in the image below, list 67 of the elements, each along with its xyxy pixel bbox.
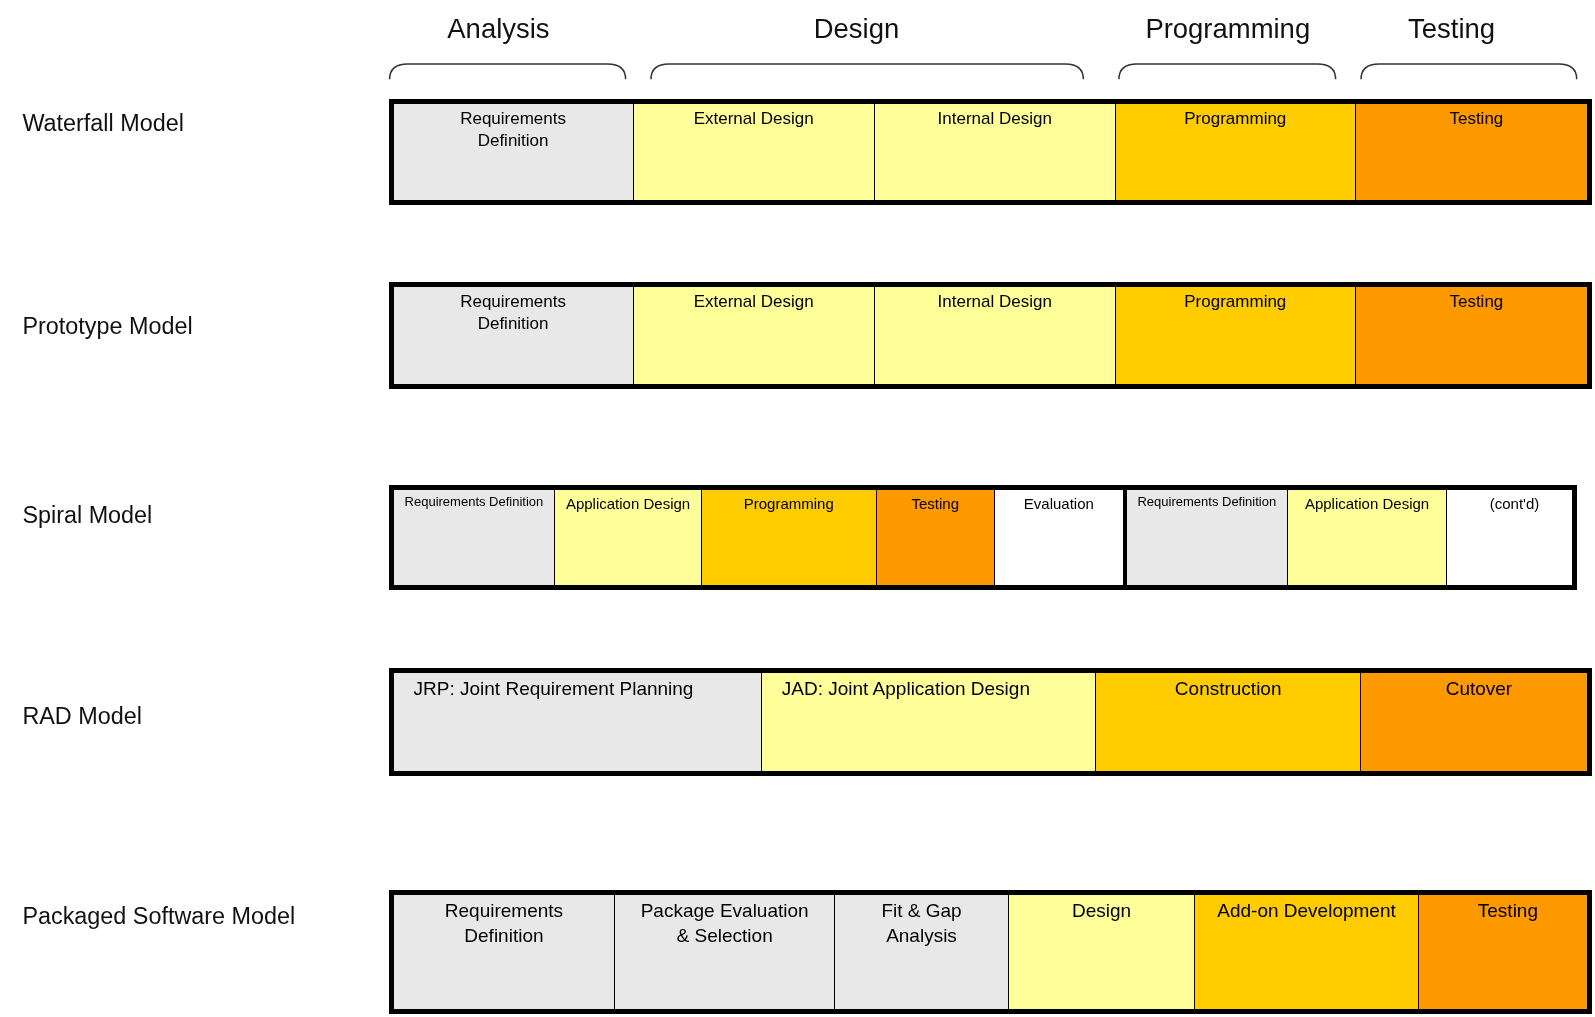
- phase-label: External Design: [692, 290, 815, 313]
- phase-cell: [701, 490, 877, 585]
- phase-cell: [1355, 286, 1587, 384]
- phase-heading: Analysis: [446, 12, 551, 47]
- phase-cell: [876, 490, 995, 585]
- phase-cell: [1360, 673, 1587, 772]
- phase-cell: [1287, 490, 1448, 585]
- phase-label: Testing: [1448, 107, 1505, 130]
- timeline-bar: [388, 890, 1592, 1015]
- phase-label: Testing: [1476, 899, 1539, 924]
- phase-cell: [393, 490, 556, 585]
- phase-label: Programming: [1183, 290, 1288, 313]
- phase-cell: [1355, 103, 1587, 201]
- phase-cell: [835, 895, 1009, 1010]
- phase-heading: Programming: [1144, 12, 1312, 47]
- model-name: RAD Model: [22, 701, 143, 731]
- phase-cell: [874, 286, 1116, 384]
- phase-label: Add-on Development: [1216, 899, 1397, 924]
- phase-label: Design: [1070, 899, 1133, 924]
- phase-cell: [761, 673, 1097, 772]
- timeline-bar: [388, 668, 1592, 777]
- phase-label: Testing: [910, 494, 960, 514]
- timeline-bar: [388, 281, 1592, 389]
- phase-cell: [1195, 895, 1419, 1010]
- model-name: Packaged Software Model: [22, 902, 297, 932]
- phase-label: Cutover: [1444, 677, 1514, 702]
- phase-cell: [615, 895, 836, 1010]
- model-name: Spiral Model: [22, 501, 154, 531]
- phase-heading: Design: [812, 12, 901, 47]
- phase-cell: [393, 673, 762, 772]
- phase-label: Construction: [1173, 677, 1283, 702]
- timeline-bar: [388, 98, 1592, 206]
- phase-cell: [1008, 895, 1196, 1010]
- phase-label: Testing: [1448, 290, 1505, 313]
- phase-cell: [1096, 673, 1361, 772]
- model-name: Prototype Model: [22, 312, 194, 342]
- phase-label: Requirements Definition: [403, 494, 545, 512]
- phase-cell: [393, 103, 634, 201]
- model-name: Waterfall Model: [22, 108, 185, 138]
- phase-cell: [874, 103, 1116, 201]
- phase-cell: [393, 895, 616, 1010]
- phase-label: Programming: [742, 494, 835, 514]
- phase-cell: [1126, 490, 1288, 585]
- phase-cell: [1115, 103, 1356, 201]
- phase-label: Requirements Definition: [459, 290, 567, 335]
- phase-label: Fit & Gap Analysis: [880, 899, 963, 948]
- phase-cell: [633, 286, 875, 384]
- phase-label: JRP: Joint Requirement Planning: [413, 677, 695, 702]
- phase-label: Application Design: [1303, 494, 1431, 514]
- phase-label: Requirements Definition: [1136, 494, 1278, 512]
- phase-cell: [1418, 895, 1587, 1010]
- phase-cell: [1115, 286, 1356, 384]
- phase-label: Programming: [1183, 107, 1288, 130]
- phase-label: Evaluation: [1022, 494, 1095, 514]
- timeline-bar: [388, 485, 1577, 590]
- phase-label: JAD: Joint Application Design: [781, 677, 1031, 702]
- phase-label: Application Design: [564, 494, 692, 514]
- phase-label: Requirements Definition: [459, 107, 567, 152]
- phase-label: Internal Design: [936, 107, 1053, 130]
- phase-label: Package Evaluation & Selection: [639, 899, 810, 948]
- phase-label: External Design: [692, 107, 815, 130]
- phase-cell: [555, 490, 702, 585]
- phase-label: Internal Design: [936, 290, 1053, 313]
- phase-cell: [393, 286, 634, 384]
- phase-label: (cont'd): [1488, 494, 1541, 514]
- phase-cell: [633, 103, 875, 201]
- phase-label: Requirements Definition: [443, 899, 565, 948]
